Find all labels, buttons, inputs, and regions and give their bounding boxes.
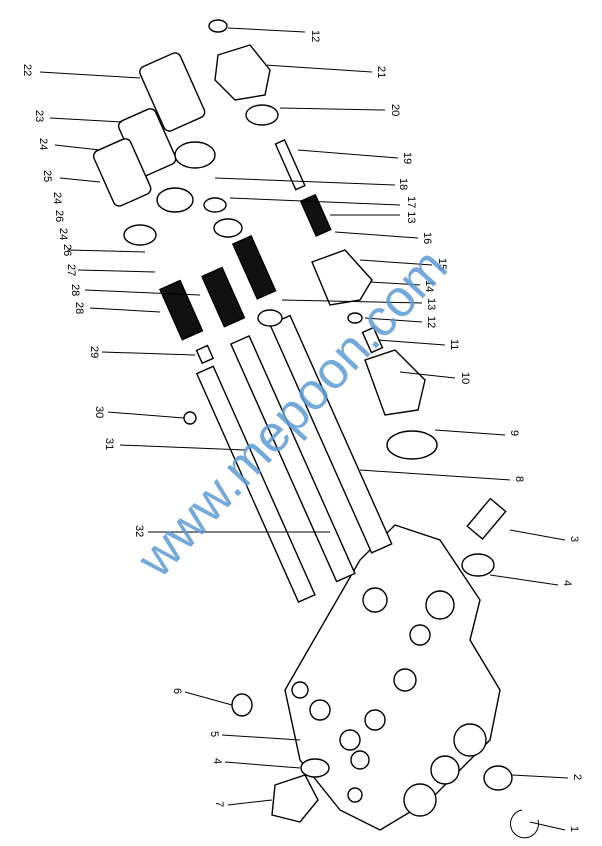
callout-28b: 28 <box>73 302 85 314</box>
callout-30: 30 <box>93 406 105 418</box>
callout-20: 20 <box>389 104 401 116</box>
callout-26b: 26 <box>61 244 73 256</box>
callout-21: 21 <box>375 66 387 78</box>
spring-28a <box>159 279 204 341</box>
callout-labels: 12 21 20 19 18 17 13 16 15 14 13 12 11 1… <box>21 30 583 832</box>
callout-23: 23 <box>33 110 45 122</box>
solenoids <box>92 52 216 246</box>
callout-13: 13 <box>425 298 437 310</box>
valve-housing <box>284 524 501 831</box>
callout-10: 10 <box>459 372 471 384</box>
right-parts <box>183 19 539 839</box>
callout-6: 6 <box>171 688 183 694</box>
callout-28: 28 <box>69 284 81 296</box>
callout-24: 24 <box>37 138 49 150</box>
spool-32 <box>195 365 316 603</box>
callout-9: 9 <box>508 430 520 436</box>
callout-31: 31 <box>103 438 115 450</box>
callout-27: 27 <box>65 264 77 276</box>
callout-25: 25 <box>41 170 53 182</box>
callout-15: 15 <box>436 258 448 270</box>
callout-22: 22 <box>21 64 33 76</box>
callout-29: 29 <box>88 346 100 358</box>
callout-3: 3 <box>568 536 580 542</box>
spring-28b <box>201 266 246 328</box>
callout-4b: 4 <box>211 758 223 764</box>
callout-1: 1 <box>568 826 580 832</box>
spring-17 <box>299 193 332 237</box>
callout-24c: 24 <box>57 228 69 240</box>
callout-12: 12 <box>309 30 321 42</box>
spool-center <box>229 335 356 583</box>
leader-lines <box>39 27 569 831</box>
callout-5: 5 <box>208 731 220 737</box>
callout-26: 26 <box>53 210 65 222</box>
callout-32: 32 <box>133 525 145 537</box>
spring-13 <box>231 235 277 300</box>
callout-4: 4 <box>561 580 573 586</box>
callout-16: 16 <box>421 232 433 244</box>
callout-7: 7 <box>213 801 225 807</box>
callout-8: 8 <box>513 476 525 482</box>
callout-19: 19 <box>401 152 413 164</box>
callout-11: 11 <box>448 339 460 350</box>
callout-24b: 24 <box>51 192 63 204</box>
callout-17-13: 17 13 <box>405 196 417 224</box>
callout-12b: 12 <box>425 316 437 328</box>
callout-18: 18 <box>397 178 409 190</box>
callout-14: 14 <box>423 280 435 292</box>
callout-2: 2 <box>571 774 583 780</box>
